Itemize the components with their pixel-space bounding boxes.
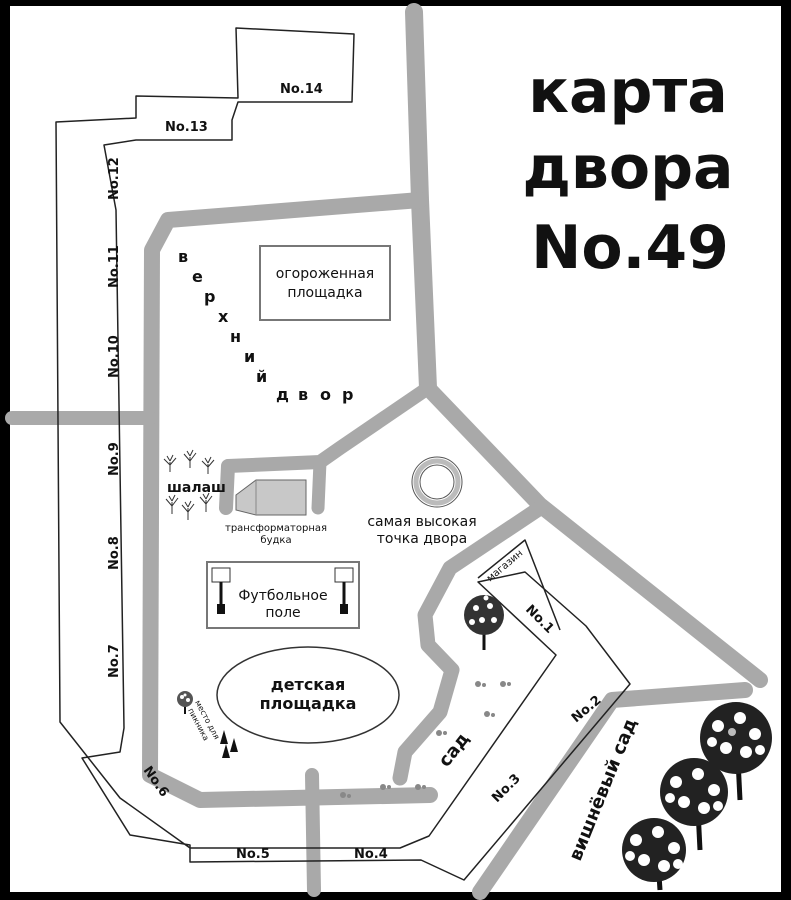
spruce-tree-icon xyxy=(220,730,238,758)
road-south-east xyxy=(472,682,753,900)
bare-tree-icon xyxy=(199,492,213,512)
map-title-line: No.49 xyxy=(531,213,729,283)
building-number: No.4 xyxy=(354,847,388,862)
flowering-tree-icon xyxy=(177,691,193,714)
football-field xyxy=(206,561,360,629)
garden-bed-icon xyxy=(436,730,447,736)
svg-text:д: д xyxy=(276,385,289,404)
cherry-tree-icon xyxy=(700,702,772,801)
transformer-booth-icon xyxy=(235,479,307,516)
building-number: No.5 xyxy=(236,847,270,862)
football-field-label: поле xyxy=(265,605,300,621)
svg-text:р: р xyxy=(204,287,215,306)
road-south xyxy=(305,768,321,897)
garden-bed-icon xyxy=(380,784,391,790)
cherry-garden xyxy=(622,702,772,891)
bare-tree-icon xyxy=(165,494,179,514)
garden-bed-icon xyxy=(484,711,495,717)
svg-text:н: н xyxy=(230,327,241,346)
garden-bed-icon xyxy=(500,681,511,687)
cherry-tree-icon xyxy=(622,818,686,891)
building-number: No.10 xyxy=(107,335,122,378)
kids-playground xyxy=(216,646,400,744)
building-number: No.9 xyxy=(107,442,122,476)
bare-tree-icon xyxy=(163,454,177,472)
garden-bed-icon xyxy=(415,784,426,790)
map-title-line: карта xyxy=(528,57,727,127)
svg-text:е: е xyxy=(192,267,203,286)
building-number: No.11 xyxy=(107,245,122,288)
svg-text:о: о xyxy=(320,385,331,404)
basketball-hoop-icon xyxy=(334,567,354,614)
building-number: No.12 xyxy=(107,157,122,200)
buildings-outline xyxy=(55,27,631,881)
building-number: No.7 xyxy=(107,644,122,678)
fenced-playground-label: огороженная xyxy=(276,266,374,282)
fenced-playground-label: площадка xyxy=(287,285,362,301)
svg-text:в: в xyxy=(298,385,308,404)
svg-text:в: в xyxy=(178,247,188,266)
upper-yard-label: в е р х н и й д в о р xyxy=(178,247,353,404)
svg-text:й: й xyxy=(256,367,267,386)
garden-bed-icon xyxy=(475,681,486,687)
garden-beds xyxy=(340,681,511,798)
fruit-tree-icon xyxy=(464,595,504,650)
kids-playground-label: площадка xyxy=(260,694,357,713)
transformer-booth-label: будка xyxy=(260,535,291,546)
highest-point-label: самая высокая xyxy=(367,514,476,530)
shelter-trees xyxy=(163,449,215,520)
basketball-hoop-icon xyxy=(211,567,231,614)
highest-point-label: точка двора xyxy=(377,531,467,547)
building-number: No.14 xyxy=(280,82,323,97)
shop-building xyxy=(477,539,561,631)
svg-text:и: и xyxy=(244,347,255,366)
map-paper xyxy=(10,6,781,892)
map-title-line: двора xyxy=(522,133,733,203)
garden-bed-icon xyxy=(340,792,351,798)
road-yard-loop xyxy=(142,192,438,808)
map-title: карта двора No.49 xyxy=(522,57,733,283)
transformer-booth-label: трансформаторная xyxy=(225,523,327,534)
building-number: No.8 xyxy=(107,536,122,570)
cherry-tree-icon xyxy=(660,758,728,851)
roads xyxy=(5,3,768,900)
svg-text:р: р xyxy=(342,385,353,404)
building-number: No.13 xyxy=(165,120,208,135)
house-row-west xyxy=(55,27,631,881)
shelter-label: шалаш xyxy=(167,480,226,496)
football-field-label: Футбольное xyxy=(238,588,327,604)
bare-tree-icon xyxy=(201,456,215,474)
bare-tree-icon xyxy=(181,500,195,520)
road-booth-spur xyxy=(311,455,327,515)
bare-tree-icon xyxy=(183,449,197,468)
fenced-playground xyxy=(259,245,391,321)
svg-text:х: х xyxy=(218,307,229,326)
road-inner xyxy=(392,500,548,786)
wreath-icon xyxy=(411,456,463,508)
kids-playground-label: детская xyxy=(271,675,345,694)
